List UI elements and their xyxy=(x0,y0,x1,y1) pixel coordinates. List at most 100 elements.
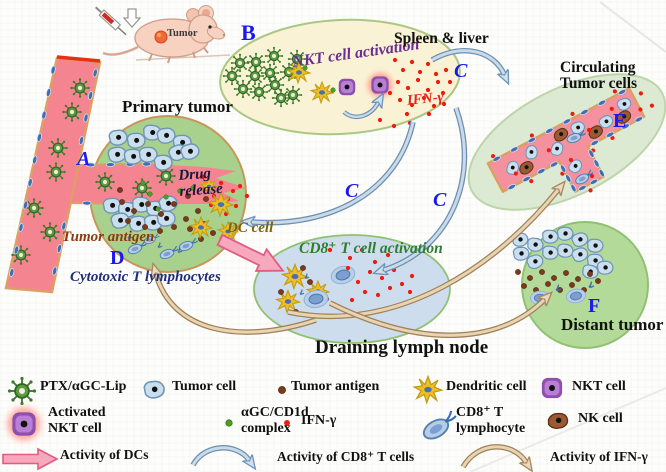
legend-label-activated-nkt: Activated NKT cell xyxy=(48,405,106,436)
tumor-cell-icon xyxy=(596,260,614,276)
ifn-gamma-dot xyxy=(404,111,410,117)
marker-f: F xyxy=(588,295,601,317)
tumor-antigen-dot xyxy=(569,282,575,288)
tumor-cell-icon xyxy=(126,132,146,149)
syringe-icon xyxy=(94,6,127,36)
liposome-icon xyxy=(39,221,61,243)
tumor-antigen-dot xyxy=(117,187,123,193)
ifn-gamma-dot xyxy=(391,123,397,129)
ifn-gamma-dot xyxy=(405,85,411,91)
ifn-gamma-dot xyxy=(417,69,423,75)
tumor-antigen-dot xyxy=(198,236,204,242)
tumor-antigen-dot xyxy=(307,279,313,285)
legend-label-dendritic: Dendritic cell xyxy=(446,379,527,394)
liposome-icon xyxy=(230,53,250,73)
liposome-icon xyxy=(10,244,32,266)
activity-of-dc-arrow xyxy=(216,233,285,272)
label-tumor-antigen: Tumor antigen xyxy=(62,229,155,245)
tumor-antigen-dot xyxy=(545,281,551,287)
tumor-cell-icon xyxy=(556,226,574,241)
nkt-cell-icon xyxy=(338,78,356,96)
label-spleen-liver: Spleen & liver xyxy=(394,30,489,47)
tumor-antigen-dot xyxy=(300,265,306,271)
tumor-antigen-dot xyxy=(125,218,131,224)
ifn-gamma-dot xyxy=(379,275,385,281)
liposome-icon xyxy=(246,52,266,72)
ifn-gamma-dot xyxy=(426,111,432,117)
tumor-antigen-dot xyxy=(157,228,163,234)
legend-label-tumor-cell: Tumor cell xyxy=(172,379,237,394)
ifn-gamma-dot xyxy=(425,61,431,67)
ifn-gamma-dot xyxy=(244,193,250,199)
ifn-gamma-dot xyxy=(233,203,239,209)
liposome-icon xyxy=(249,82,269,102)
ifn-gamma-dot xyxy=(433,71,439,77)
mouse-illustration xyxy=(102,5,231,64)
marker-b: B xyxy=(241,20,256,45)
ifn-gamma-dot xyxy=(407,289,413,295)
page-fold-line xyxy=(469,387,666,472)
legend-pink-arrow-icon xyxy=(2,447,59,471)
agc-cd1d-complex-dot xyxy=(330,87,336,93)
tumor-antigen-dot xyxy=(210,230,216,236)
tumor-antigen-dot xyxy=(131,208,137,214)
legend-tumor-cell-icon xyxy=(143,380,165,399)
liposome-icon xyxy=(264,46,284,66)
label-cytotoxic-t: Cytotoxic T lymphocytes xyxy=(70,269,221,285)
tumor-antigen-dot xyxy=(595,278,601,284)
ifn-gamma-dot xyxy=(355,279,361,285)
ifn-gamma-dot xyxy=(349,297,355,303)
marker-e: E xyxy=(613,110,627,132)
liposome-icon xyxy=(69,77,91,99)
marker-c2: C xyxy=(433,189,447,211)
ifn-gamma-dot xyxy=(399,281,405,287)
tumor-antigen-dot xyxy=(145,201,151,207)
ifn-gamma-dot xyxy=(443,67,449,73)
liposome-icon xyxy=(94,171,116,193)
label-primary-tumor: Primary tumor xyxy=(122,97,233,116)
legend-label-nkt: NKT cell xyxy=(572,379,626,394)
ifn-gamma-dot xyxy=(387,90,393,96)
legend-label-complex: αGC/CD1d complex xyxy=(241,405,309,436)
tumor-antigen-dot xyxy=(171,201,177,207)
injection-arrow-icon xyxy=(122,8,142,28)
tumor-antigen-dot xyxy=(551,275,557,281)
ifn-gamma-dot xyxy=(392,57,398,63)
legend-cd8-icon xyxy=(417,409,461,445)
tumor-antigen-dot xyxy=(527,275,533,281)
legend-nkt-cell-icon xyxy=(541,377,563,399)
marker-c1: C xyxy=(345,180,359,202)
liposome-icon xyxy=(47,137,69,159)
agc-cd1d-complex-dot xyxy=(140,180,146,186)
ifn-gamma-dot xyxy=(400,67,406,73)
tumor-antigen-dot xyxy=(171,224,177,230)
marker-a: A xyxy=(77,148,91,170)
vessel-cap xyxy=(56,55,101,63)
tumor-antigen-dot xyxy=(575,276,581,282)
legend-complex-icon xyxy=(225,419,233,427)
legend-label-tumor-antigen: Tumor antigen xyxy=(291,379,380,394)
liposome-icon xyxy=(233,79,253,99)
legend-label-ptx: PTX/αGC-Lip xyxy=(40,379,127,394)
tumor-antigen-dot xyxy=(521,283,527,289)
label-drug-release: Drug release xyxy=(177,165,224,200)
ifn-gamma-dot xyxy=(397,97,403,103)
ifn-gamma-dot xyxy=(395,79,401,85)
legend-label-ifn: IFN-γ xyxy=(301,413,337,428)
legend-label-activity-ifn: Activity of IFN-γ xyxy=(550,449,648,464)
tumor-antigen-dot xyxy=(587,271,593,277)
liposome-icon xyxy=(283,85,303,105)
legend-label-activity-cd8: Activity of CD8⁺ T cells xyxy=(277,449,415,464)
tumor-antigen-dot xyxy=(515,269,521,275)
mouse-tumor-spot xyxy=(154,30,168,44)
agc-cd1d-complex-dot xyxy=(155,206,161,212)
page-fold-line xyxy=(599,1,666,53)
ifn-gamma-dot xyxy=(372,259,378,265)
tumor-antigen-dot xyxy=(183,216,189,222)
agc-cd1d-complex-dot xyxy=(147,191,153,197)
endothelial-cell xyxy=(82,200,92,206)
nkt-activation-arrow xyxy=(342,103,378,120)
tumor-cell-icon xyxy=(153,154,173,172)
legend-blue-arc-icon xyxy=(190,445,249,465)
